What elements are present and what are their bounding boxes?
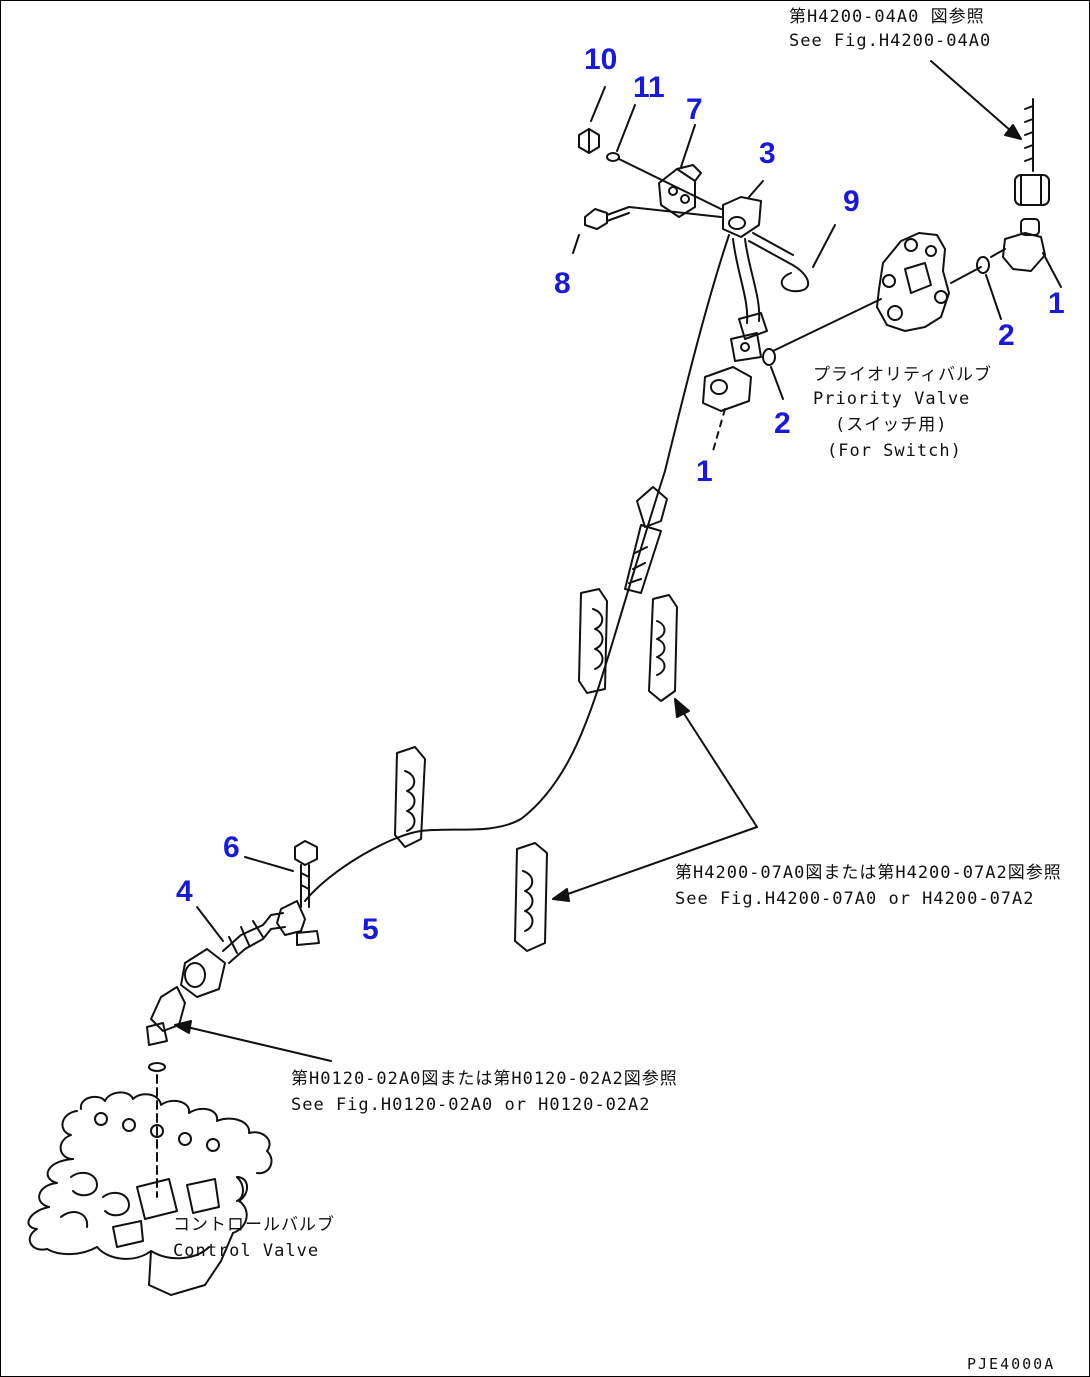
callout-2-mid[interactable]: 2	[774, 407, 791, 440]
clip-a	[578, 588, 608, 694]
ref-h4200-07a0-en: See Fig.H4200-07A0 or H4200-07A2	[675, 889, 1035, 909]
priority-valve-label-jp: プライオリティバルブ	[813, 365, 992, 385]
clip-c	[394, 746, 426, 848]
callout-1-top[interactable]: 1	[1048, 287, 1065, 320]
callout-11[interactable]: 11	[633, 71, 665, 104]
callout-4[interactable]: 4	[176, 875, 193, 908]
fitting-1-mid	[702, 366, 752, 452]
callout-9[interactable]: 9	[843, 185, 860, 218]
leader-07a0	[552, 698, 758, 902]
control-valve-label-en: Control Valve	[173, 1241, 320, 1261]
ref-h4200-04a0-jp: 第H4200-04A0 図参照	[789, 7, 985, 27]
callout-10[interactable]: 10	[584, 43, 618, 76]
ref-h4200-04a0-en: See Fig.H4200-04A0	[789, 31, 992, 51]
ref-h4200-07a0-jp: 第H4200-07A0図または第H4200-07A2図参照	[675, 863, 1062, 883]
leader-02a0	[174, 1020, 332, 1062]
ref-h0120-02a0-en: See Fig.H0120-02A0 or H0120-02A2	[291, 1095, 651, 1115]
bracket-center-line-upper	[618, 158, 722, 210]
priority-valve-body	[876, 232, 982, 332]
callout-1-mid[interactable]: 1	[696, 455, 713, 488]
hose-5-mid-fitting	[624, 486, 668, 594]
hose-5	[304, 234, 730, 902]
callout-8[interactable]: 8	[554, 267, 571, 300]
callout-7[interactable]: 7	[686, 93, 703, 126]
hose-4	[146, 906, 286, 1046]
bolt-8	[572, 206, 630, 254]
bracket-7	[658, 124, 702, 218]
nut-10	[578, 86, 606, 154]
clamp-3	[722, 180, 764, 238]
for-switch-label-en: (For Switch)	[827, 441, 962, 461]
washer-11	[606, 104, 636, 162]
priority-valve-center-line	[772, 298, 882, 352]
callout-5[interactable]: 5	[362, 913, 379, 946]
o-ring-2-top	[976, 256, 1002, 320]
callout-3[interactable]: 3	[759, 137, 776, 170]
callout-6[interactable]: 6	[223, 831, 240, 864]
lower-clamp	[276, 900, 320, 946]
for-switch-label-jp: (スイッチ用)	[835, 415, 948, 435]
u-bolt-9	[748, 224, 836, 293]
drawing-code: PJE4000A	[967, 1355, 1056, 1373]
clip-d	[514, 842, 548, 952]
callout-2-top[interactable]: 2	[998, 319, 1015, 352]
ref-h0120-02a0-jp: 第H0120-02A0図または第H0120-02A2図参照	[291, 1069, 678, 1089]
leader-04a0	[930, 60, 1022, 140]
upper-fitting-1	[990, 98, 1062, 288]
clip-b	[648, 594, 678, 702]
upper-hose	[730, 238, 768, 362]
priority-valve-label-en: Priority Valve	[813, 389, 971, 409]
control-valve-body	[27, 1091, 273, 1296]
control-valve-label-jp: コントロールバルブ	[173, 1215, 335, 1235]
bracket-center-line-lower	[628, 206, 722, 218]
bolt-6	[244, 840, 318, 908]
o-ring-2-mid	[762, 348, 784, 400]
